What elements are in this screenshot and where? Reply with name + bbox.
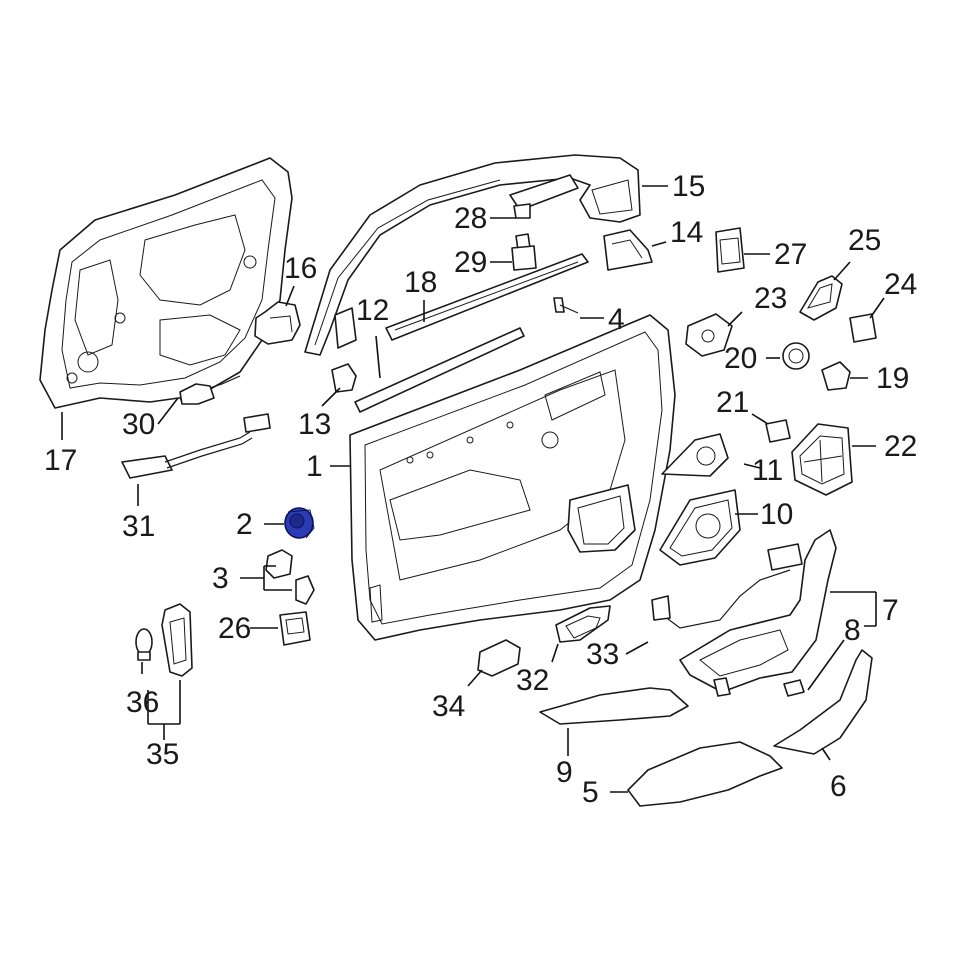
callout-18[interactable]: 18 [404, 266, 437, 299]
callout-35[interactable]: 35 [146, 738, 179, 771]
callout-32[interactable]: 32 [516, 664, 549, 697]
part-18-belt-moulding[interactable] [385, 253, 589, 341]
part-7-armrest[interactable] [679, 529, 837, 697]
callout-31[interactable]: 31 [122, 510, 155, 543]
callout-25[interactable]: 25 [848, 224, 881, 257]
part-30-cable[interactable] [179, 375, 241, 405]
part-6-trim-strip[interactable] [773, 649, 873, 755]
part-2-clip-highlighted[interactable] [284, 507, 315, 539]
callout-1[interactable]: 1 [306, 450, 323, 483]
callout-24[interactable]: 24 [884, 268, 917, 301]
callout-6[interactable]: 6 [830, 770, 847, 803]
part-22-window-switch[interactable] [791, 423, 853, 496]
part-11-tweeter-grille[interactable] [661, 433, 729, 477]
part-25-switch-cover[interactable] [799, 275, 843, 321]
part-20-ring[interactable] [782, 342, 810, 370]
part-32-switch[interactable] [555, 605, 611, 643]
callout-labels: 1 2 3 4 5 6 7 8 9 10 11 12 13 14 15 16 1… [44, 170, 917, 809]
callout-11[interactable]: 11 [752, 454, 783, 487]
part-8-clip[interactable] [783, 679, 805, 697]
part-21-button[interactable] [765, 419, 791, 443]
callout-21[interactable]: 21 [716, 386, 749, 419]
part-5-armrest-cover[interactable] [627, 741, 783, 807]
callout-29[interactable]: 29 [454, 246, 487, 279]
callout-30[interactable]: 30 [122, 408, 155, 441]
callout-26[interactable]: 26 [218, 612, 251, 645]
callout-9[interactable]: 9 [556, 756, 573, 789]
part-16-bracket[interactable] [254, 301, 301, 345]
callout-3[interactable]: 3 [212, 562, 229, 595]
callout-17[interactable]: 17 [44, 444, 77, 477]
callout-13[interactable]: 13 [298, 408, 331, 441]
part-1-door-trim-panel[interactable] [349, 314, 676, 641]
callout-2[interactable]: 2 [236, 508, 253, 541]
part-10-speaker-grille[interactable] [659, 489, 741, 566]
part-3-clips[interactable] [265, 549, 315, 605]
part-28-handle[interactable] [509, 174, 579, 219]
callout-20[interactable]: 20 [724, 342, 757, 375]
part-4-pin[interactable] [553, 297, 579, 314]
part-31-wiring-harness[interactable] [121, 413, 271, 479]
part-9-trim[interactable] [539, 687, 689, 725]
callout-15[interactable]: 15 [672, 170, 705, 203]
part-13-clip[interactable] [331, 363, 357, 393]
part-36-bulb[interactable] [135, 628, 153, 661]
callout-22[interactable]: 22 [884, 430, 917, 463]
callout-34[interactable]: 34 [432, 690, 465, 723]
callout-12[interactable]: 12 [356, 294, 389, 327]
part-35-light-housing[interactable] [161, 603, 193, 677]
callout-5[interactable]: 5 [582, 776, 599, 809]
callout-4[interactable]: 4 [608, 303, 625, 336]
callout-19[interactable]: 19 [876, 362, 909, 395]
callout-8[interactable]: 8 [844, 614, 861, 647]
part-33-wiring[interactable] [651, 543, 803, 629]
part-23-mirror-switch[interactable] [685, 313, 733, 357]
part-12-seal-strip[interactable] [354, 327, 525, 413]
callout-23[interactable]: 23 [754, 282, 787, 315]
leader-lines [61, 185, 885, 793]
part-15-window-frame-trim[interactable] [304, 154, 641, 356]
callout-7[interactable]: 7 [882, 594, 899, 627]
callout-36[interactable]: 36 [126, 686, 159, 719]
callout-27[interactable]: 27 [774, 238, 807, 271]
part-17-door-inner-panel[interactable] [39, 157, 293, 409]
part-34-switch[interactable] [477, 639, 521, 677]
callout-33[interactable]: 33 [586, 638, 619, 671]
part-26-switch[interactable] [279, 611, 311, 646]
part-19-knob[interactable] [821, 361, 851, 391]
callout-16[interactable]: 16 [284, 252, 317, 285]
callout-10[interactable]: 10 [760, 498, 793, 531]
callout-28[interactable]: 28 [454, 202, 487, 235]
part-14-trim[interactable] [603, 229, 653, 271]
callout-14[interactable]: 14 [670, 216, 703, 249]
part-24-switch[interactable] [849, 313, 877, 343]
part-27-switch[interactable] [715, 227, 745, 273]
part-29-button[interactable] [511, 233, 537, 271]
